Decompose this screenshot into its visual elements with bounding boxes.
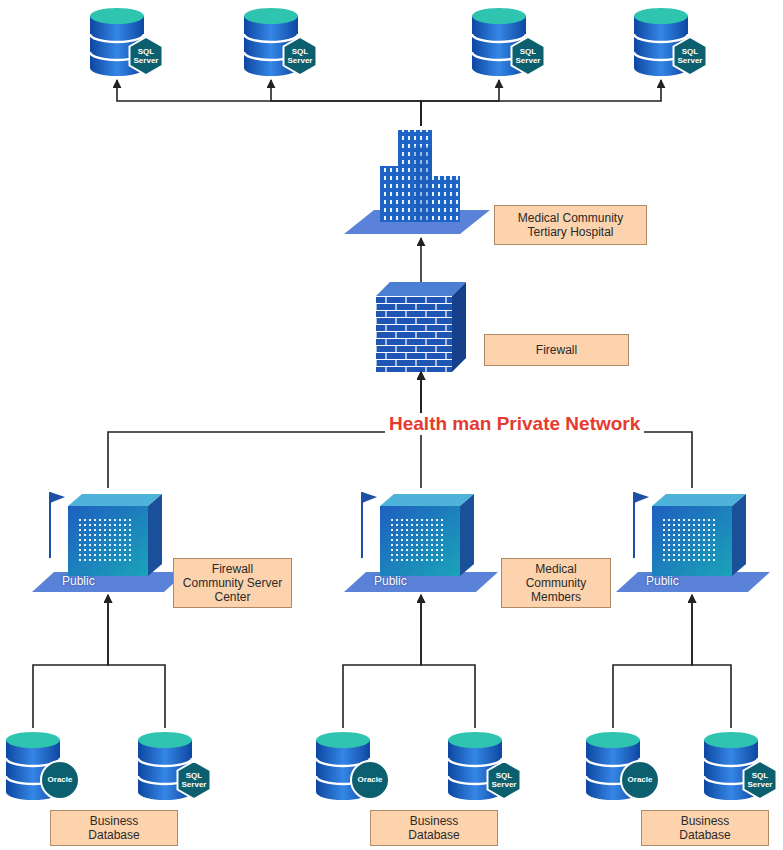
- icon-node: SQL Server: [86, 4, 166, 80]
- database-icon: [472, 8, 545, 76]
- database-icon: [316, 732, 389, 800]
- icon-caption: Public: [374, 574, 407, 588]
- database-icon: [138, 732, 211, 800]
- flow-arrow: [33, 595, 108, 728]
- database-icon: [244, 8, 317, 76]
- firewall-icon: [376, 282, 466, 372]
- flow-arrow: [421, 595, 475, 728]
- icon-node: SQL Server: [700, 728, 780, 804]
- badge-text: Oracle: [622, 775, 658, 784]
- icon-caption: Public: [646, 574, 679, 588]
- network-label: Health man Private Network: [385, 413, 644, 435]
- flow-arrow: [117, 80, 421, 126]
- badge-text: Oracle: [42, 775, 78, 784]
- label-box: Business Database: [50, 810, 178, 846]
- badge-text: SQL Server: [128, 47, 164, 65]
- label-box: Firewall: [484, 334, 629, 366]
- database-icon: [586, 732, 659, 800]
- flow-arrow: [692, 595, 731, 728]
- icon-node: SQL Server: [240, 4, 320, 80]
- badge-text: Oracle: [352, 775, 388, 784]
- label-box: Firewall Community Server Center: [173, 558, 292, 608]
- database-icon: [704, 732, 777, 800]
- badge-text: SQL Server: [282, 47, 318, 65]
- icon-node: SQL Server: [134, 728, 214, 804]
- flow-arrow: [343, 595, 421, 728]
- label-box: Business Database: [370, 810, 498, 846]
- flow-arrow: [108, 595, 165, 728]
- database-icon: [90, 8, 163, 76]
- icon-caption: Public: [62, 574, 95, 588]
- database-icon: [6, 732, 79, 800]
- flow-arrow: [421, 80, 499, 126]
- icon-node: PublicFirewall Community Server Center: [28, 488, 188, 595]
- icon-node: PublicMedical Community Members: [340, 488, 500, 595]
- icon-node: Medical Community Tertiary Hospital: [340, 126, 490, 238]
- icon-node: SQL Server: [630, 4, 710, 80]
- icon-node: SQL Server: [444, 728, 524, 804]
- flow-arrow: [420, 238, 422, 282]
- flow-arrow: [421, 80, 661, 126]
- database-icon: [448, 732, 521, 800]
- building-icon: [344, 492, 498, 592]
- icon-node: SQL Server: [468, 4, 548, 80]
- icon-node: Firewall: [376, 282, 466, 372]
- building-icon: [32, 492, 186, 592]
- badge-text: SQL Server: [176, 771, 212, 789]
- badge-text: SQL Server: [486, 771, 522, 789]
- badge-text: SQL Server: [510, 47, 546, 65]
- icon-node: Oracle: [582, 728, 662, 804]
- database-icon: [634, 8, 707, 76]
- flow-arrow: [108, 372, 421, 488]
- icon-node: Oracle: [312, 728, 392, 804]
- icon-node: Oracle: [2, 728, 82, 804]
- building-icon: [616, 492, 770, 592]
- flow-arrow: [613, 595, 692, 728]
- box-text: Business Database: [399, 814, 469, 842]
- label-box: Business Database: [641, 810, 769, 846]
- box-text: Business Database: [670, 814, 740, 842]
- badge-text: SQL Server: [672, 47, 708, 65]
- label-box: Medical Community Tertiary Hospital: [494, 205, 647, 245]
- box-text: Business Database: [79, 814, 149, 842]
- icon-node: Public: [612, 488, 772, 595]
- badge-text: SQL Server: [742, 771, 778, 789]
- hospital-icon: [344, 130, 490, 234]
- flow-arrow: [271, 80, 421, 126]
- label-box: Medical Community Members: [501, 558, 611, 608]
